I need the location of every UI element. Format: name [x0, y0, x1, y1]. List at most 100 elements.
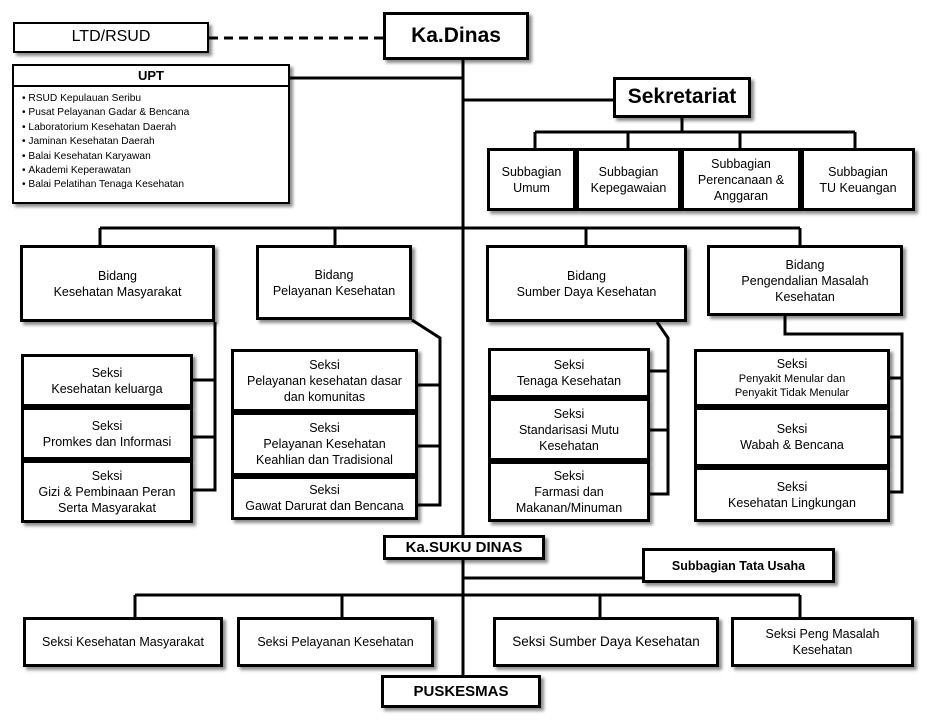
- seksi-line: Seksi: [309, 421, 340, 435]
- bidang-line: Kesehatan Masyarakat: [53, 284, 182, 299]
- bidang-pmk-box: Bidang Pengendalian Masalah Kesehatan: [707, 245, 903, 316]
- upt-item: Laboratorium Kesehatan Daerah: [22, 121, 288, 135]
- seksi-box: Seksi Promkes dan Informasi: [21, 407, 193, 460]
- ka-dinas-label: Ka.Dinas: [411, 23, 501, 47]
- bidang-line: Sumber Daya Kesehatan: [516, 284, 657, 299]
- suku-seksi-box: Seksi Peng Masalah Kesehatan: [731, 617, 914, 667]
- seksi-box: Seksi Wabah & Bencana: [694, 407, 890, 467]
- puskesmas-box: PUSKESMAS: [381, 675, 541, 708]
- suku-seksi-box: Seksi Kesehatan Masyarakat: [23, 617, 223, 667]
- ka-suku-dinas-box: Ka.SUKU DINAS: [383, 535, 545, 560]
- subbagian-line: Subbagian: [828, 164, 888, 179]
- seksi-box: Seksi Penyakit Menular dan Penyakit Tida…: [694, 349, 890, 407]
- upt-title: UPT: [14, 66, 288, 87]
- seksi-line: Penyakit Tidak Menular: [734, 387, 850, 399]
- bidang-line: Kesehatan: [775, 289, 835, 304]
- suku-seksi-box: Seksi Pelayanan Kesehatan: [237, 617, 434, 667]
- seksi-box: Seksi Pelayanan Kesehatan Keahlian dan T…: [231, 412, 418, 476]
- seksi-line: Farmasi dan: [534, 484, 604, 499]
- upt-item: RSUD Kepulauan Seribu: [22, 92, 288, 106]
- subbagian-tu-keuangan-box: Subbagian TU Keuangan: [801, 148, 915, 211]
- seksi-box: Seksi Farmasi dan Makanan/Minuman: [488, 461, 650, 522]
- seksi-line: Pelayanan Kesehatan: [263, 437, 386, 451]
- seksi-line: Kesehatan keluarga: [51, 381, 163, 396]
- subbagian-line: Kepegawaian: [590, 180, 667, 195]
- bidang-line: Pengendalian Masalah: [741, 273, 869, 288]
- upt-item: Akademi Keperawatan: [22, 164, 288, 178]
- suku-seksi-line: Seksi Sumber Daya Kesehatan: [512, 634, 700, 650]
- seksi-line: Seksi: [553, 406, 585, 421]
- seksi-line: Seksi: [553, 468, 585, 483]
- sekretariat-box: Sekretariat: [613, 77, 751, 118]
- subbagian-line: Subbagian: [501, 164, 562, 179]
- subbagian-line: Umum: [513, 180, 550, 195]
- seksi-box: Seksi Kesehatan keluarga: [21, 354, 193, 407]
- tata-usaha-label: Subbagian Tata Usaha: [671, 558, 806, 573]
- seksi-line: Wabah & Bencana: [740, 438, 844, 452]
- seksi-line: Seksi: [91, 365, 123, 380]
- subbagian-kepegawaian-box: Subbagian Kepegawaian: [576, 148, 681, 211]
- bidang-sdk-box: Bidang Sumber Daya Kesehatan: [486, 245, 687, 322]
- upt-item: Balai Pelatihan Tenaga Kesehatan: [22, 178, 288, 192]
- seksi-line: Makanan/Minuman: [515, 500, 623, 515]
- bidang-line: Pelayanan Kesehatan: [272, 283, 396, 298]
- suku-seksi-line: Seksi Kesehatan Masyarakat: [42, 635, 204, 649]
- seksi-line: Promkes dan Informasi: [42, 434, 172, 449]
- ka-suku-dinas-label: Ka.SUKU DINAS: [405, 538, 523, 556]
- bidang-pelayanan-box: Bidang Pelayanan Kesehatan: [256, 245, 412, 320]
- seksi-line: Seksi: [91, 468, 123, 483]
- seksi-box: Seksi Kesehatan Lingkungan: [694, 467, 890, 522]
- seksi-line: Gizi & Pembinaan Peran: [38, 484, 176, 499]
- seksi-box: Seksi Gawat Darurat dan Bencana: [231, 476, 418, 520]
- seksi-line: Penyakit Menular dan: [738, 372, 846, 385]
- seksi-line: Seksi: [91, 418, 123, 433]
- ka-dinas-box: Ka.Dinas: [383, 12, 529, 60]
- bidang-line: Bidang: [314, 267, 354, 282]
- subbagian-line: TU Keuangan: [819, 180, 897, 195]
- bidang-kesmas-box: Bidang Kesehatan Masyarakat: [20, 245, 215, 322]
- seksi-line: Seksi: [776, 356, 808, 371]
- seksi-line: Pelayanan kesehatan dasar: [247, 373, 402, 388]
- bidang-line: Bidang: [567, 268, 606, 283]
- upt-item: Jaminan Kesehatan Daerah: [22, 135, 288, 149]
- seksi-line: Kesehatan: [539, 438, 599, 453]
- bidang-line: Bidang: [785, 257, 825, 272]
- subbagian-line: Subbagian: [598, 164, 659, 179]
- upt-item: Balai Kesehatan Karyawan: [22, 150, 288, 164]
- subbagian-line: Anggaran: [713, 188, 769, 203]
- subbagian-tata-usaha-box: Subbagian Tata Usaha: [642, 548, 835, 583]
- seksi-line: Standarisasi Mutu: [518, 422, 620, 437]
- suku-seksi-box: Seksi Sumber Daya Kesehatan: [493, 617, 719, 667]
- seksi-line: dan komunitas: [283, 389, 366, 404]
- upt-box: UPT RSUD Kepulauan Seribu Pusat Pelayana…: [12, 64, 290, 204]
- seksi-line: Serta Masyarakat: [58, 500, 156, 515]
- subbagian-line: Perencanaan &: [697, 172, 785, 187]
- seksi-line: Kesehatan Lingkungan: [728, 495, 856, 510]
- seksi-box: Seksi Standarisasi Mutu Kesehatan: [488, 398, 650, 461]
- seksi-line: Tenaga Kesehatan: [516, 374, 622, 388]
- seksi-line: Seksi: [309, 357, 340, 372]
- seksi-line: Gawat Darurat dan Bencana: [245, 499, 404, 513]
- seksi-box: Seksi Gizi & Pembinaan Peran Serta Masya…: [21, 460, 193, 523]
- ltd-rsud-label: LTD/RSUD: [71, 28, 151, 46]
- seksi-box: Seksi Tenaga Kesehatan: [488, 348, 650, 398]
- seksi-line: Keahlian dan Tradisional: [256, 453, 393, 467]
- subbagian-perencanaan-box: Subbagian Perencanaan & Anggaran: [681, 148, 801, 211]
- subbagian-line: Subbagian: [711, 156, 771, 171]
- subbagian-umum-box: Subbagian Umum: [487, 148, 576, 211]
- seksi-line: Seksi: [309, 483, 340, 497]
- upt-item: Pusat Pelayanan Gadar & Bencana: [22, 106, 288, 120]
- bidang-line: Bidang: [98, 268, 137, 283]
- puskesmas-label: PUSKESMAS: [413, 682, 509, 700]
- seksi-box: Seksi Pelayanan kesehatan dasar dan komu…: [231, 349, 418, 412]
- ltd-rsud-box: LTD/RSUD: [13, 22, 209, 53]
- seksi-line: Seksi: [776, 479, 808, 494]
- suku-seksi-line: Seksi Pelayanan Kesehatan: [257, 635, 414, 649]
- sekretariat-label: Sekretariat: [627, 85, 737, 109]
- seksi-line: Seksi: [553, 358, 585, 372]
- seksi-line: Seksi: [776, 422, 808, 436]
- suku-seksi-line: Seksi Peng Masalah: [765, 627, 880, 641]
- upt-list: RSUD Kepulauan Seribu Pusat Pelayanan Ga…: [14, 87, 288, 193]
- suku-seksi-line: Kesehatan: [792, 643, 853, 657]
